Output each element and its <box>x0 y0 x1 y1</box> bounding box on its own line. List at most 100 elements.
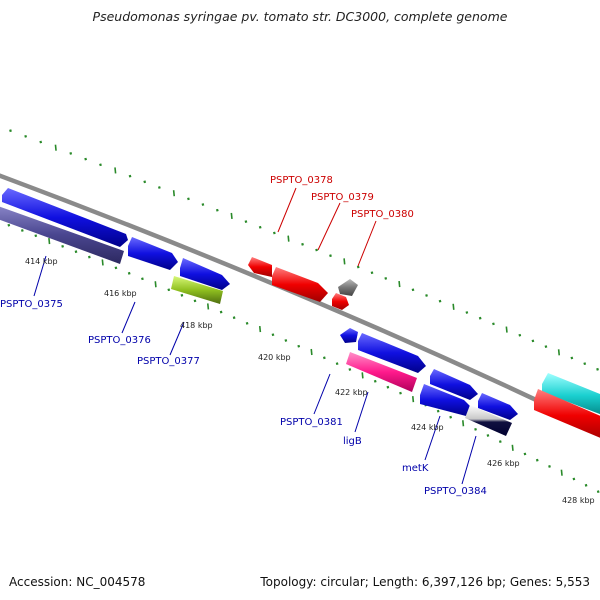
tick-mark <box>287 235 290 242</box>
tick-mark <box>384 277 388 280</box>
tick-mark <box>399 391 402 395</box>
tick-mark <box>465 311 469 314</box>
tick-label: 416 kbp <box>104 289 137 298</box>
gene-arrow-ligb[interactable] <box>358 333 426 373</box>
tick-mark <box>570 356 574 360</box>
tick-mark <box>518 333 522 337</box>
gene-arrow-0378[interactable] <box>248 257 272 277</box>
gene-arrow-0381[interactable] <box>340 328 358 343</box>
tick-mark <box>258 225 262 229</box>
tick-mark <box>335 362 339 366</box>
tick-mark <box>343 258 346 265</box>
gene-arrow-cyan[interactable] <box>542 373 600 418</box>
tick-mark <box>386 385 390 389</box>
gene-label-pspto-0381[interactable]: PSPTO_0381 <box>280 417 343 428</box>
tick-mark <box>523 452 527 456</box>
gene-bar-0384[interactable] <box>465 405 512 436</box>
tick-mark <box>141 277 144 281</box>
tick-mark <box>167 288 171 292</box>
tick-mark <box>411 288 415 292</box>
gene-bar-0377[interactable] <box>171 276 223 304</box>
tick-mark <box>548 465 551 468</box>
gene-label-pspto-0376[interactable]: PSPTO_0376 <box>88 335 151 346</box>
tick-mark <box>101 259 104 266</box>
tick-mark <box>219 310 223 314</box>
label-pointers <box>33 187 477 485</box>
tick-mark <box>258 325 262 333</box>
tick-mark <box>301 242 304 246</box>
tick-mark <box>486 434 490 437</box>
tick-mark <box>201 203 205 206</box>
tick-mark <box>232 316 236 320</box>
tick-mark <box>127 271 131 275</box>
tick-mark <box>492 322 495 326</box>
gene-label-pspto-0379[interactable]: PSPTO_0379 <box>311 192 374 203</box>
tick-mark <box>505 326 508 333</box>
gene-label-metk[interactable]: metK <box>402 463 429 474</box>
gene-features <box>0 188 600 442</box>
tick-mark <box>193 299 197 303</box>
gene-label-pspto-0384[interactable]: PSPTO_0384 <box>424 486 487 497</box>
tick-label: 424 kbp <box>411 423 444 432</box>
gene-label-pspto-0378[interactable]: PSPTO_0378 <box>270 175 333 186</box>
gene-arrow-red-edge[interactable] <box>534 389 600 442</box>
tick-mark <box>271 333 275 337</box>
gene-arrow-0380[interactable] <box>332 293 349 310</box>
tick-mark <box>48 237 51 245</box>
tick-mark <box>114 266 118 270</box>
gene-arrow-metk-top[interactable] <box>430 369 478 400</box>
gene-bar-ligb[interactable] <box>346 352 417 392</box>
tick-mark <box>329 254 332 258</box>
tick-label: 422 kbp <box>335 388 368 397</box>
tick-mark <box>128 174 132 178</box>
tick-mark <box>54 144 57 151</box>
inner-tick-track <box>7 223 600 494</box>
gene-label-pspto-0377[interactable]: PSPTO_0377 <box>137 356 200 367</box>
tick-mark <box>535 458 539 462</box>
gene-label-pspto-0380[interactable]: PSPTO_0380 <box>351 209 414 220</box>
tick-mark <box>310 348 313 356</box>
tick-mark <box>273 231 276 235</box>
tick-mark <box>87 255 91 259</box>
tick-mark <box>370 271 374 275</box>
tick-mark <box>449 415 453 419</box>
tick-mark <box>180 293 184 297</box>
tick-mark <box>436 409 440 413</box>
accession-text: Accession: NC_004578 <box>9 575 146 589</box>
gene-label-ligb[interactable]: ligB <box>343 436 362 447</box>
genome-backbone <box>0 173 600 433</box>
tick-mark <box>34 234 38 238</box>
tick-mark <box>206 303 210 310</box>
gene-label-pspto-0375[interactable]: PSPTO_0375 <box>0 299 63 310</box>
tick-mark <box>74 250 78 254</box>
tick-mark <box>398 281 401 288</box>
tick-mark <box>462 420 465 427</box>
tick-mark <box>297 344 301 348</box>
tick-mark <box>158 186 161 189</box>
tick-label: 414 kbp <box>25 257 58 266</box>
map-title: Pseudomonas syringae pv. tomato str. DC3… <box>92 9 508 24</box>
tick-mark <box>322 356 326 360</box>
gene-labels: PSPTO_0378 PSPTO_0379 PSPTO_0380 PSPTO_0… <box>0 175 487 497</box>
tick-mark <box>244 220 248 223</box>
gene-bar-0375-rna[interactable] <box>0 205 124 264</box>
tick-mark <box>572 477 576 481</box>
tick-mark <box>114 167 117 174</box>
gene-box-0380-gray[interactable] <box>338 279 358 296</box>
gene-arrow-0384[interactable] <box>478 393 518 420</box>
gene-arrow-0379[interactable] <box>272 267 328 302</box>
gene-arrow-metk[interactable] <box>420 384 472 416</box>
tick-label: 420 kbp <box>258 353 291 362</box>
tick-mark <box>84 157 88 161</box>
tick-mark <box>245 321 249 325</box>
tick-mark <box>584 483 588 487</box>
tick-mark <box>511 444 514 451</box>
gene-arrow-0376[interactable] <box>128 237 178 270</box>
tick-mark <box>230 212 233 219</box>
gene-arrow-0375[interactable] <box>2 188 128 247</box>
tick-mark <box>143 180 147 184</box>
gene-arrow-0377[interactable] <box>180 258 230 290</box>
tick-mark <box>9 129 12 133</box>
tick-mark <box>7 223 11 227</box>
